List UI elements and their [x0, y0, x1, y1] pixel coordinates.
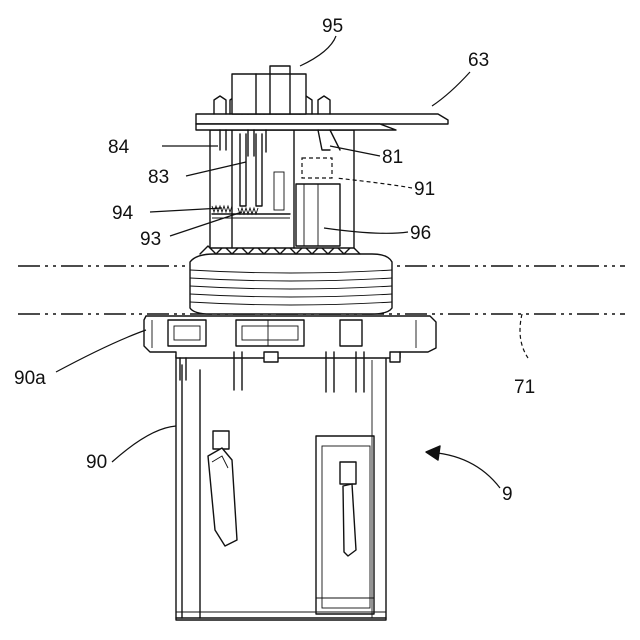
- body-90: [176, 355, 386, 620]
- ref-label-93: 93: [140, 229, 161, 250]
- terminal-housing: [210, 130, 354, 248]
- ref-label-9: 9: [502, 484, 513, 505]
- ref-label-81: 81: [382, 147, 403, 168]
- ref-label-84: 84: [108, 137, 130, 158]
- ref-label-90: 90: [86, 452, 107, 473]
- ref-label-94: 94: [112, 203, 134, 224]
- ref-label-91: 91: [414, 179, 435, 200]
- ref-label-71: 71: [514, 377, 535, 398]
- ref-label-90a: 90a: [14, 368, 46, 389]
- seal-rings: [190, 246, 392, 314]
- ref-label-95: 95: [322, 16, 343, 37]
- ref-label-96: 96: [410, 223, 431, 244]
- ref-label-83: 83: [148, 167, 169, 188]
- connector-95: [232, 66, 306, 114]
- ref-label-63: 63: [468, 50, 489, 71]
